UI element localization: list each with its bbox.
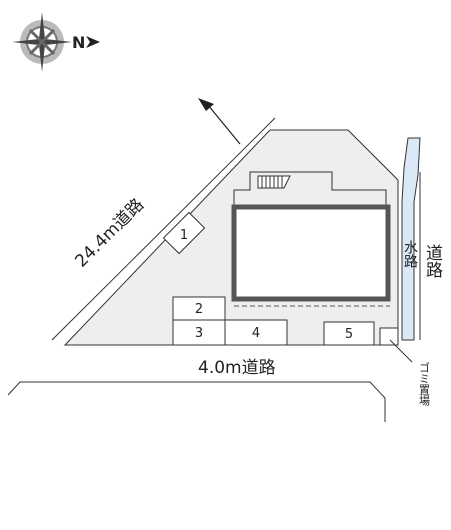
garbage-leader-line: [389, 339, 413, 363]
waterway: [401, 137, 421, 341]
stairs-icon: [257, 175, 291, 189]
annex-outline: [233, 171, 387, 210]
parking-number: 1: [180, 228, 188, 243]
bottom-road-label: 4.0m道路: [198, 358, 276, 378]
parking-number: 5: [345, 327, 353, 342]
parking-number: 2: [195, 302, 203, 317]
parking-space-4: 4: [224, 319, 288, 346]
parking-space-5: 5: [323, 321, 375, 346]
parking-space-3: 3: [172, 319, 226, 346]
compass-rose-icon: [12, 12, 72, 72]
bottom-road-edge: [7, 381, 386, 422]
diagonal-road-edge: [51, 117, 276, 341]
north-arrow-icon: [86, 36, 100, 48]
compass-north-label: N: [72, 33, 85, 52]
parking-space-1: 1: [162, 211, 206, 255]
diagonal-road-label: 24.4m道路: [71, 195, 148, 272]
parking-number: 3: [195, 326, 203, 341]
direction-arrow-icon: [198, 98, 241, 145]
main-building: [231, 204, 391, 302]
parking-space-2: 2: [172, 296, 226, 321]
garbage-label: ゴミ置場: [418, 361, 431, 407]
right-road-label: 道路: [422, 244, 443, 278]
waterway-label: 水路: [402, 240, 418, 268]
parking-number: 4: [252, 326, 260, 341]
garbage-area: [379, 327, 399, 346]
